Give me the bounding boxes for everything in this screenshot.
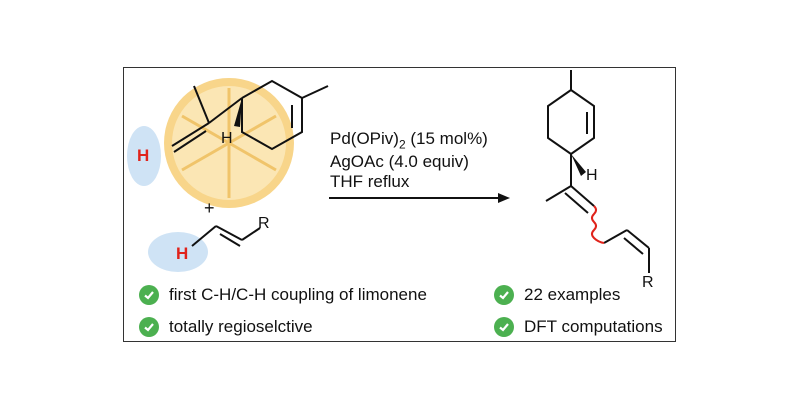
h-stereo-label-left: H bbox=[221, 130, 233, 147]
feature-item: 22 examples bbox=[494, 285, 620, 305]
catalyst-text: Pd(OPiv)2 (15 mol%) bbox=[330, 129, 488, 152]
check-icon bbox=[494, 317, 514, 337]
conditions-text: THF reflux bbox=[330, 172, 410, 191]
feature-item: totally regioselctive bbox=[139, 317, 313, 337]
reaction-scheme-art bbox=[127, 70, 650, 273]
feature-item: DFT computations bbox=[494, 317, 663, 337]
limonene-structure bbox=[171, 79, 329, 153]
orange-slice-image bbox=[164, 78, 294, 208]
alkene-structure bbox=[191, 225, 261, 247]
scheme-frame: H H + H R H R Pd(OPiv)2 (15 mol%) AgOAc … bbox=[123, 67, 676, 342]
wavy-bond bbox=[591, 205, 605, 244]
check-icon bbox=[139, 285, 159, 305]
oxidant-text: AgOAc (4.0 equiv) bbox=[330, 152, 469, 171]
feature-item: first C-H/C-H coupling of limonene bbox=[139, 285, 427, 305]
stereo-wedge-right bbox=[571, 154, 586, 176]
r-label-alkene: R bbox=[258, 215, 270, 232]
h-label-limonene: H bbox=[137, 146, 150, 165]
plus-sign: + bbox=[204, 198, 215, 218]
h-label-alkene: H bbox=[176, 244, 189, 263]
h-bubble-alkene bbox=[148, 232, 208, 272]
check-icon bbox=[139, 317, 159, 337]
h-stereo-label-product: H bbox=[586, 167, 598, 184]
r-label-product: R bbox=[642, 274, 654, 291]
reaction-arrow bbox=[329, 193, 510, 203]
check-icon bbox=[494, 285, 514, 305]
stereo-wedge-left bbox=[234, 98, 242, 127]
h-bubble-limonene bbox=[127, 126, 161, 186]
